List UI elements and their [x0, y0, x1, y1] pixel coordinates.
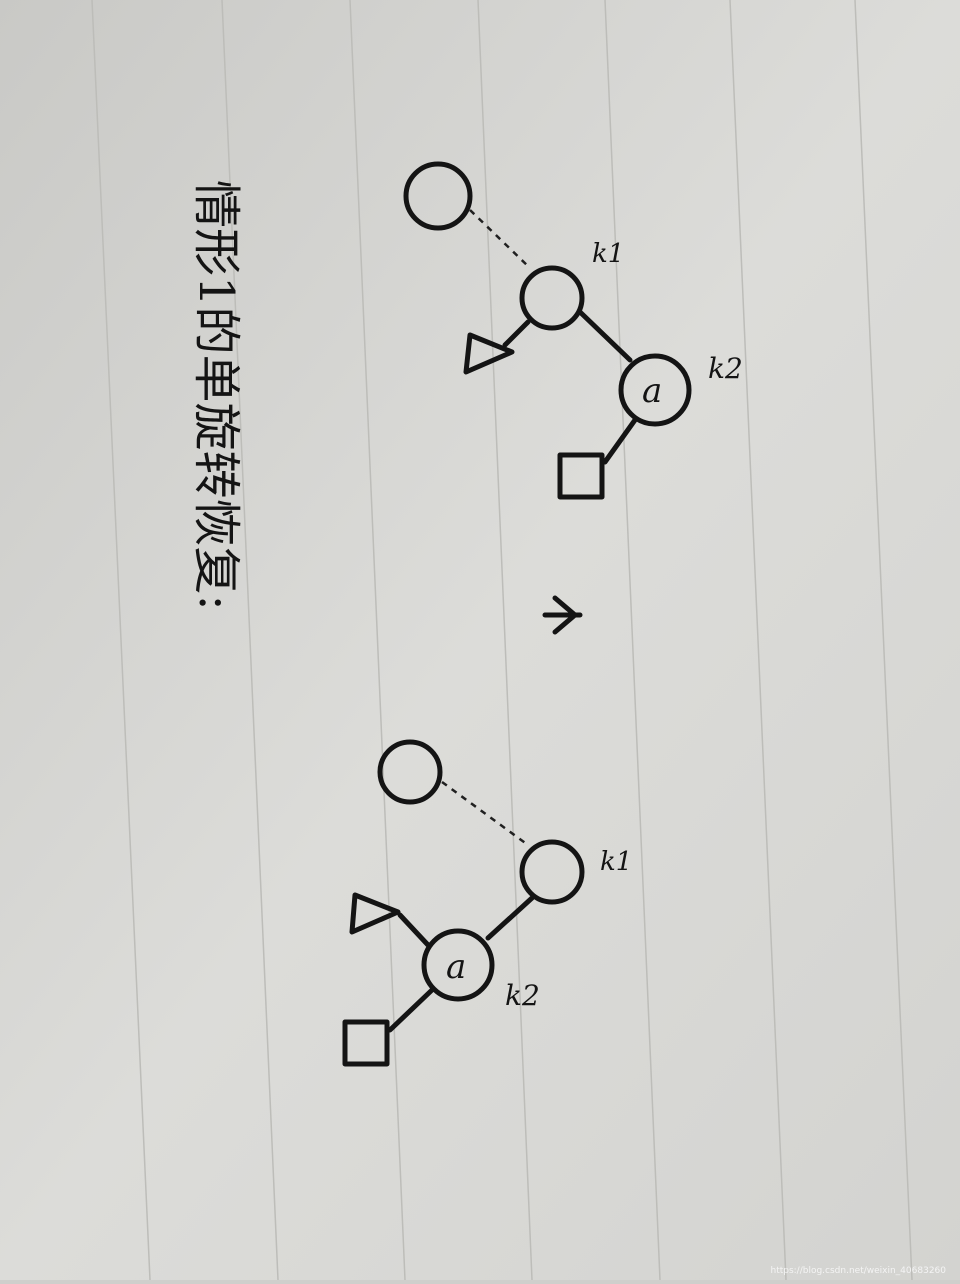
tree-after: k1 a k2	[342, 739, 632, 1067]
k1-node-circle	[519, 839, 585, 905]
edge-k2-square	[387, 987, 435, 1033]
tree-before: k1 a k2	[403, 161, 743, 500]
dashed-edge	[441, 780, 529, 847]
square-subtree	[342, 1019, 390, 1067]
k1-label: k1	[592, 239, 624, 269]
edge-k1-k2	[485, 895, 535, 941]
edge-k1-triangle	[502, 319, 531, 348]
caption-text: 情形1的单旋转恢复:	[188, 180, 244, 611]
k2-node-circle	[421, 928, 495, 1002]
parent-node-circle	[377, 739, 443, 805]
k2-label: k2	[708, 352, 743, 385]
parent-node-circle	[403, 161, 473, 231]
caption-group: 情形1的单旋转恢复:	[188, 180, 244, 611]
watermark-text: https://blog.csdn.net/weixin_40683260	[770, 1266, 946, 1276]
triangle-subtree	[463, 332, 515, 375]
ruled-lines	[91, 0, 913, 1281]
k2-node-circle	[618, 353, 692, 427]
edge-k2-triangle	[397, 912, 431, 948]
transform-arrow	[542, 595, 583, 635]
k2-label: k2	[505, 979, 540, 1012]
k2-inner-label: a	[446, 947, 466, 987]
dashed-edge	[469, 209, 531, 269]
k1-node-circle	[519, 265, 585, 331]
edge-k1-k2	[577, 309, 633, 363]
triangle-subtree	[349, 892, 401, 935]
edge-k2-square	[602, 417, 638, 465]
k2-inner-label: a	[642, 371, 662, 411]
k1-label: k1	[600, 847, 632, 877]
square-subtree	[557, 452, 605, 500]
